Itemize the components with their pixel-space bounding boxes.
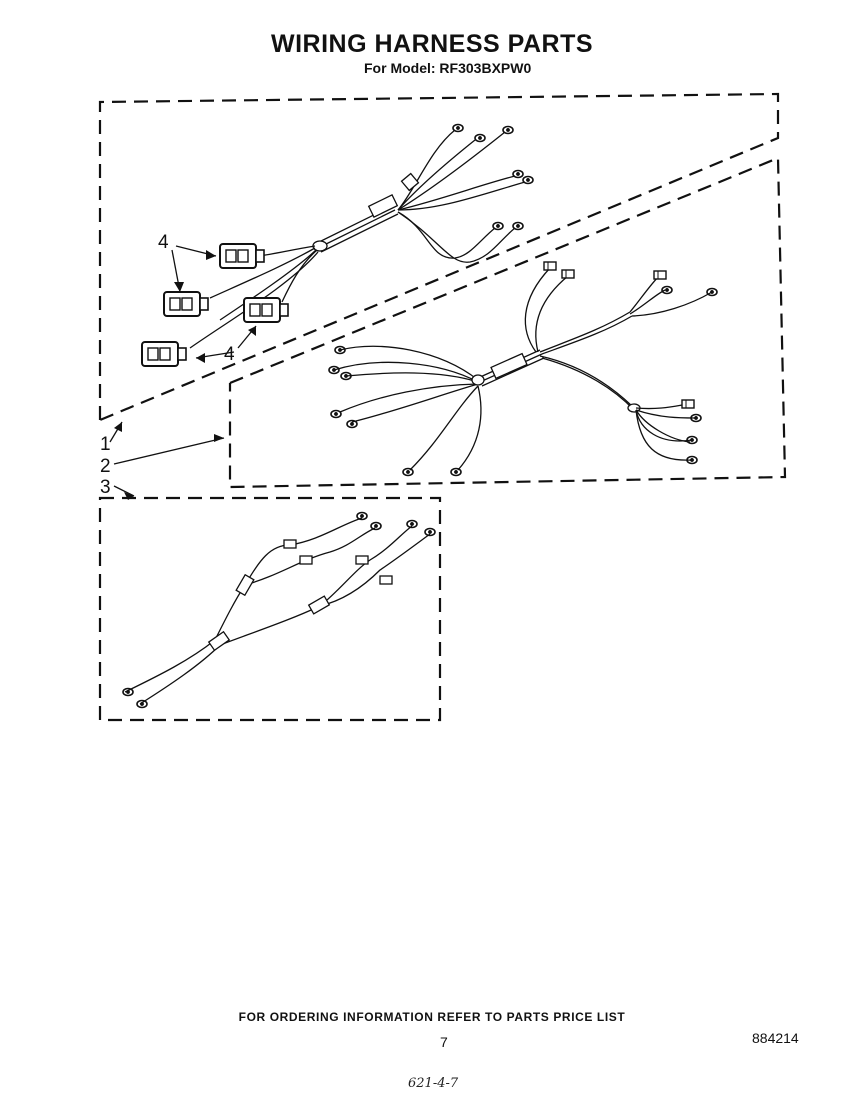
callout-3: 3 (100, 477, 111, 498)
page-title: WIRING HARNESS PARTS (270, 30, 594, 58)
ordering-information-note: FOR ORDERING INFORMATION REFER TO PARTS … (238, 1010, 626, 1024)
wiring-harness-2 (328, 261, 718, 477)
callout-4-lower: 4 (224, 344, 235, 365)
model-subtitle: For Model: RF303BXPW0 (364, 60, 532, 76)
document-number: 884214 (752, 1030, 799, 1046)
harness-3-panel (98, 496, 442, 722)
handwritten-note: 621-4-7 (408, 1076, 459, 1091)
callout-1: 1 (100, 434, 111, 455)
wiring-harness-3 (122, 511, 436, 709)
harness-2-panel (228, 156, 787, 489)
callout-4-upper: 4 (158, 232, 169, 253)
wiring-harness-1 (141, 123, 534, 367)
callout-2: 2 (100, 456, 111, 477)
callout-arrowheads (114, 250, 256, 500)
page-number: 7 (440, 1034, 448, 1050)
harness-1-panel (98, 92, 780, 422)
